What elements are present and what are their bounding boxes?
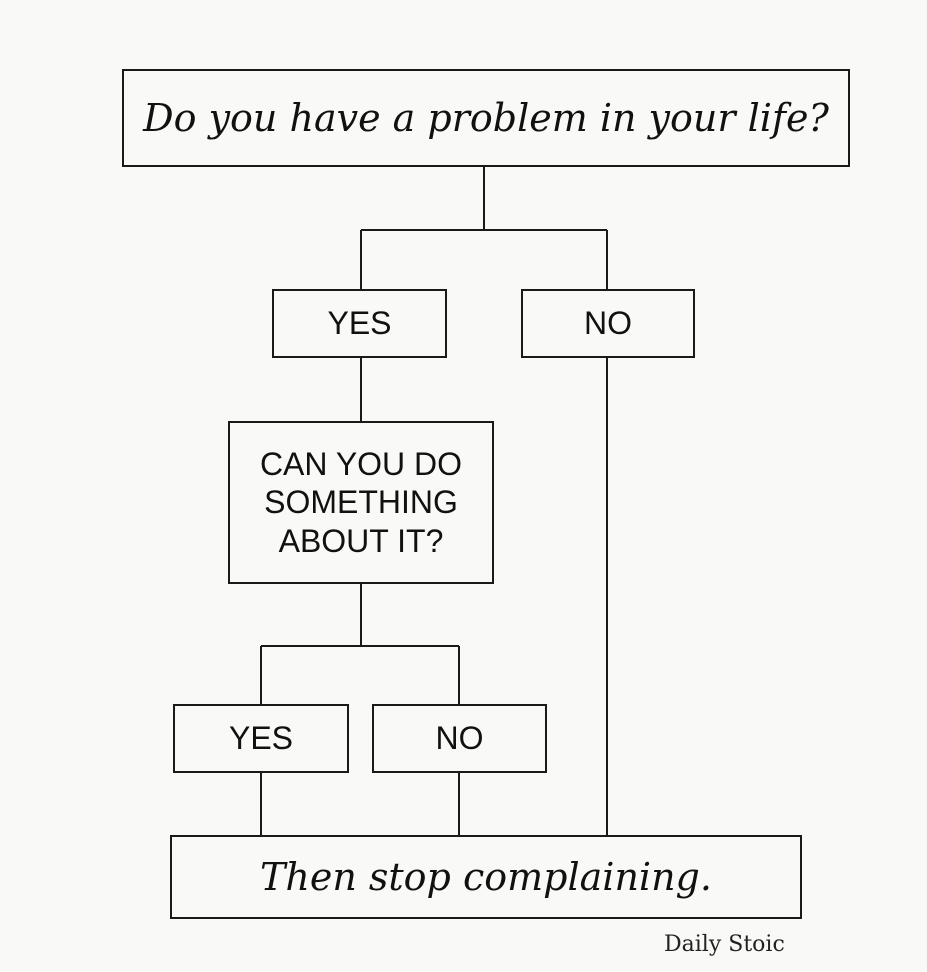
question-box-followup: CAN YOU DO SOMETHING ABOUT IT?: [228, 421, 494, 584]
answer-no-main-label: NO: [584, 305, 632, 342]
answer-box-yes-followup: YES: [173, 704, 349, 773]
answer-yes-followup-label: YES: [228, 720, 294, 757]
answer-box-no-followup: NO: [372, 704, 547, 773]
answer-box-yes-main: YES: [272, 289, 447, 358]
conclusion-box: Then stop complaining.: [170, 835, 802, 919]
credit-text: Daily Stoic: [664, 932, 785, 957]
question-text-main: Do you have a problem in your life?: [143, 96, 829, 140]
answer-box-no-main: NO: [521, 289, 695, 358]
question-box-main: Do you have a problem in your life?: [122, 69, 850, 167]
answer-no-followup-label: NO: [435, 720, 484, 757]
question-text-followup: CAN YOU DO SOMETHING ABOUT IT?: [259, 445, 463, 559]
answer-yes-main-label: YES: [327, 305, 392, 342]
conclusion-text: Then stop complaining.: [260, 855, 712, 899]
